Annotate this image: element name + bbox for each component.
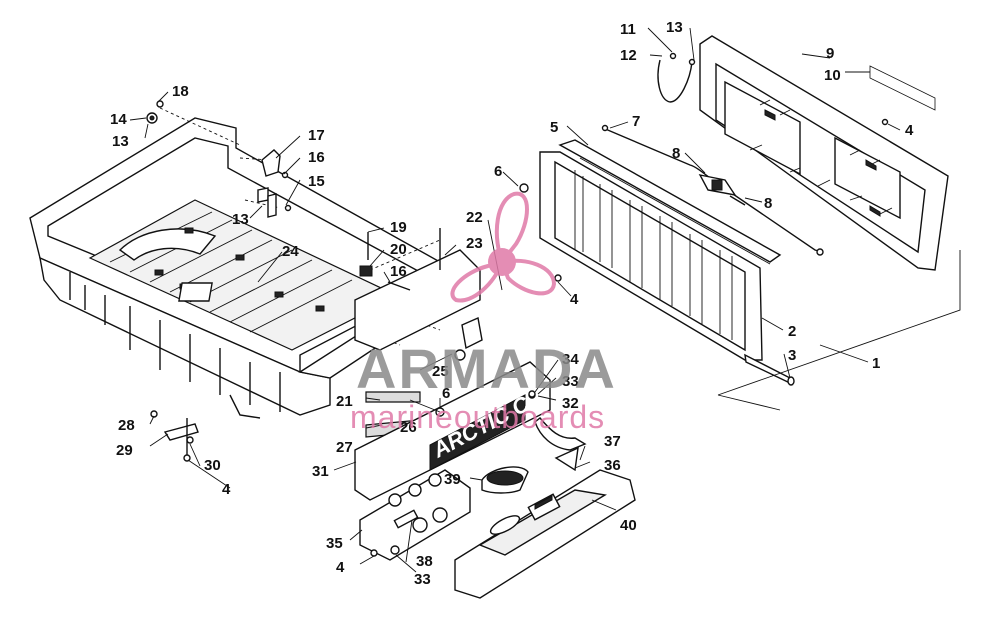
callout-37: 37	[604, 433, 621, 450]
callout-14: 14	[110, 111, 127, 128]
callout-13: 13	[112, 133, 129, 150]
callout-26: 26	[400, 419, 417, 436]
callout-2: 2	[788, 323, 796, 340]
callout-5: 5	[550, 119, 558, 136]
callout-11: 11	[620, 21, 636, 38]
callout-33: 33	[414, 571, 431, 588]
watermark-title: ARMADA	[356, 337, 617, 400]
callout-4: 4	[905, 122, 914, 139]
leader-lines	[129, 27, 901, 573]
armada-watermark: ARMADA marineoutboards	[350, 191, 617, 435]
callout-15: 15	[308, 173, 325, 190]
assembly-bracket	[717, 250, 961, 411]
propeller-logo	[450, 191, 557, 303]
callout-24: 24	[282, 243, 299, 260]
callout-6: 6	[442, 385, 450, 402]
callout-18: 18	[172, 83, 189, 100]
callout-36: 36	[604, 457, 621, 474]
callout-13: 13	[666, 19, 683, 36]
callout-labels: 11 12 13 9 10 4 7 5 8 8 6 22 4 2 3 1 18 …	[110, 19, 914, 588]
callout-38: 38	[416, 553, 433, 570]
callout-22: 22	[466, 209, 483, 226]
callout-3: 3	[788, 347, 796, 364]
callout-10: 10	[824, 67, 841, 84]
callout-4: 4	[222, 481, 231, 498]
callout-27: 27	[336, 439, 353, 456]
callout-4: 4	[570, 291, 579, 308]
callout-12: 12	[620, 47, 637, 64]
rear-panels: ARCTIC CAT	[150, 228, 636, 599]
callout-29: 29	[116, 442, 133, 459]
callout-23: 23	[466, 235, 483, 252]
callout-30: 30	[204, 457, 221, 474]
callout-16: 16	[308, 149, 325, 166]
callout-13: 13	[232, 211, 249, 228]
hinge-hardware	[146, 100, 292, 218]
tailgate-cover	[657, 35, 949, 271]
callout-1: 1	[872, 355, 880, 372]
callout-6: 6	[494, 163, 502, 180]
callout-4: 4	[336, 559, 345, 576]
callout-35: 35	[326, 535, 343, 552]
callout-8: 8	[764, 195, 772, 212]
callout-31: 31	[312, 463, 329, 480]
callout-9: 9	[826, 45, 834, 62]
watermark-subtitle: marineoutboards	[350, 399, 605, 435]
callout-16: 16	[390, 263, 407, 280]
callout-32: 32	[562, 395, 579, 412]
callout-7: 7	[632, 113, 640, 130]
callout-40: 40	[620, 517, 637, 534]
callout-8: 8	[672, 145, 680, 162]
callout-20: 20	[390, 241, 407, 258]
callout-21: 21	[336, 393, 353, 410]
tailgate-panel	[519, 124, 824, 386]
callout-33: 33	[562, 373, 579, 390]
callout-28: 28	[118, 417, 135, 434]
callout-17: 17	[308, 127, 325, 144]
callout-19: 19	[390, 219, 407, 236]
callout-34: 34	[562, 351, 579, 368]
callout-39: 39	[444, 471, 461, 488]
callout-25: 25	[432, 363, 449, 380]
